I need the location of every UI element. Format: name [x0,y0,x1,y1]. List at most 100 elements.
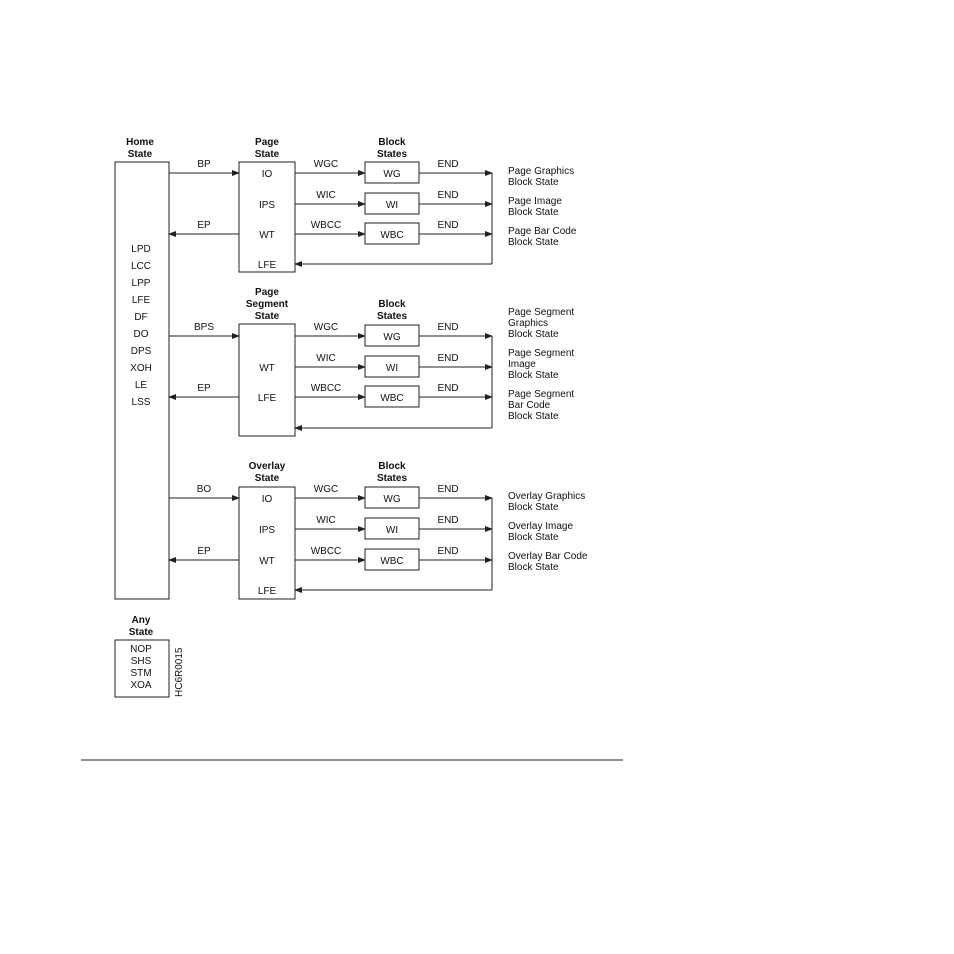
block-states-title-line: Block [378,461,406,472]
block-state-label: WG [383,332,400,343]
state-title-line: Page [255,137,279,148]
transition-label: WBCC [311,546,342,557]
state-title-line: State [255,149,280,160]
block-state-description: Block State [508,370,559,381]
block-state-description: Block State [508,532,559,543]
exit-label: EP [197,383,211,394]
home-state-item: DF [134,312,147,323]
any-state-item: STM [130,668,151,679]
block-state-description: Block State [508,207,559,218]
block-state-label: WI [386,200,398,211]
exit-label: EP [197,220,211,231]
state-item: WT [259,556,275,567]
block-state-description: Overlay Bar Code [508,551,588,562]
block-state-label: WI [386,363,398,374]
state-title-line: Segment [246,299,289,310]
block-state-label: WBC [380,230,403,241]
home-state-title-line-2: State [128,149,153,160]
home-state-item: DO [134,329,149,340]
figure-id: HC6R0015 [174,647,185,697]
end-label: END [437,190,458,201]
state-title-line: State [255,473,280,484]
exit-label: EP [197,546,211,557]
state-item: LFE [258,393,277,404]
block-states-title-line: States [377,149,407,160]
any-state-title-line-1: Any [132,615,151,626]
block-state-description: Page Segment [508,307,574,318]
block-state-description: Bar Code [508,400,551,411]
any-state-item: XOA [130,680,151,691]
block-state-description: Image [508,359,536,370]
any-state-title-line-2: State [129,627,154,638]
transition-label: WIC [316,515,335,526]
end-label: END [437,353,458,364]
state-item: IPS [259,525,275,536]
home-state-item: DPS [131,346,152,357]
block-state-description: Overlay Graphics [508,491,585,502]
state-item: LFE [258,260,277,271]
state-item: LFE [258,586,277,597]
state-group: PageSegmentStateBlockStatesBPSEPWGCWGEND… [168,287,574,437]
transition-label: WGC [314,159,338,170]
block-state-description: Overlay Image [508,521,573,532]
block-state-description: Page Bar Code [508,226,577,237]
block-state-description: Block State [508,562,559,573]
block-state-description: Block State [508,411,559,422]
end-label: END [437,220,458,231]
block-state-description: Page Segment [508,389,574,400]
home-state-item: XOH [130,363,152,374]
enter-label: BP [197,159,211,170]
block-state-description: Block State [508,502,559,513]
block-state-description: Block State [508,237,559,248]
any-state-item: NOP [130,644,152,655]
transition-label: WGC [314,322,338,333]
block-states-title-line: Block [378,137,406,148]
home-state-box [114,161,170,600]
home-state-items: LPD LCC LPP LFE DF DO DPS XOH LE LSS [130,244,152,408]
state-box [238,486,296,600]
block-state-label: WI [386,525,398,536]
block-state-description: Graphics [508,318,548,329]
block-states-title-line: Block [378,299,406,310]
block-state-description: Block State [508,177,559,188]
end-label: END [437,546,458,557]
state-title-line: State [255,311,280,322]
transition-label: WBCC [311,383,342,394]
state-box [238,161,296,273]
home-state-item: LSS [132,397,151,408]
transition-label: WIC [316,353,335,364]
state-item: WT [259,230,275,241]
block-state-label: WBC [380,393,403,404]
state-title-line: Overlay [249,461,286,472]
end-label: END [437,322,458,333]
state-item: IO [262,494,273,505]
home-state-item: LE [135,380,148,391]
end-label: END [437,159,458,170]
block-states-title-line: States [377,473,407,484]
block-state-label: WBC [380,556,403,567]
enter-label: BPS [194,322,214,333]
transition-label: WIC [316,190,335,201]
home-state-item: LPD [131,244,150,255]
block-state-description: Page Image [508,196,562,207]
home-state-item: LPP [132,278,151,289]
state-item: IO [262,169,273,180]
home-state-item: LCC [131,261,151,272]
state-box [238,323,296,437]
enter-label: BO [197,484,212,495]
state-group: OverlayStateBlockStatesBOEPIOWGCWGENDOve… [168,461,588,600]
state-item: IPS [259,200,275,211]
end-label: END [437,484,458,495]
any-state-box [114,639,170,698]
block-state-description: Block State [508,329,559,340]
block-states-title-line: States [377,311,407,322]
any-state-item: SHS [131,656,152,667]
home-state-item: LFE [132,295,151,306]
transition-label: WBCC [311,220,342,231]
